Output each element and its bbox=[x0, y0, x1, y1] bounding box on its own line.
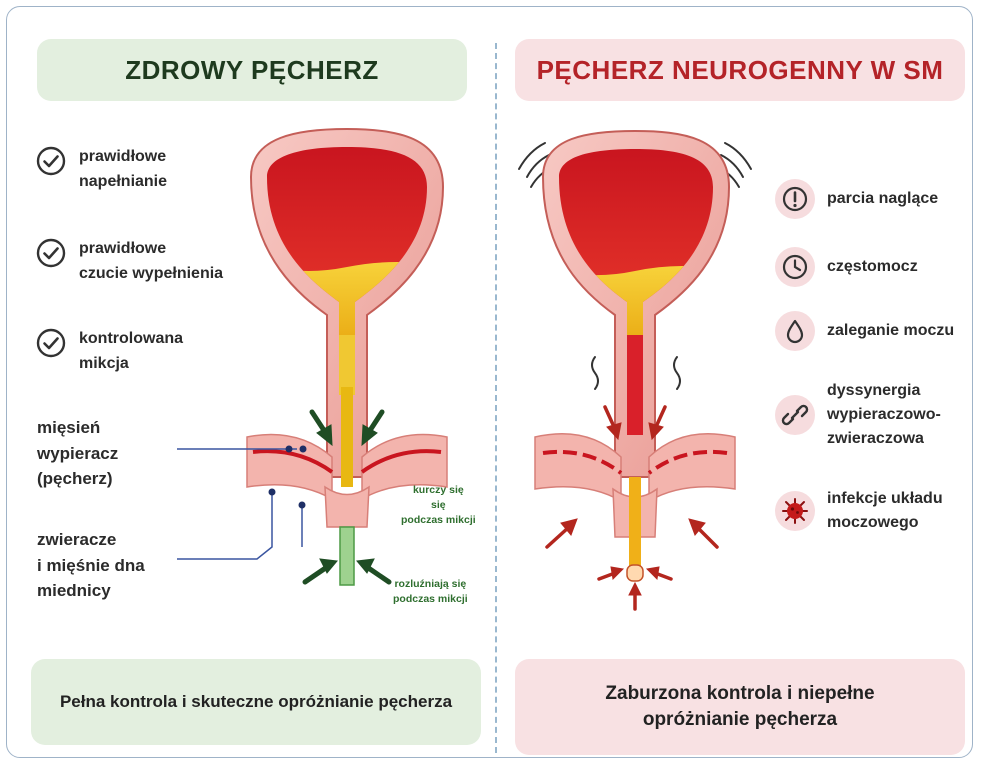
symptom-urgency: parcia naglące bbox=[775, 179, 938, 219]
center-divider bbox=[495, 43, 497, 753]
title-healthy-bladder: ZDROWY PĘCHERZ bbox=[37, 39, 467, 101]
dyssynergia-icon-bg bbox=[775, 395, 815, 435]
symptom-frequency: częstomocz bbox=[775, 247, 918, 287]
symptom-dyssynergia: dyssynergia wypieraczowo- zwieraczowa bbox=[775, 379, 941, 451]
symptom-uti: infekcje układu moczowego bbox=[775, 487, 943, 535]
clock-icon bbox=[781, 253, 809, 281]
label-detrusor: mięsień wypieracz (pęcherz) bbox=[37, 415, 118, 492]
neurogenic-bladder-illustration bbox=[507, 117, 767, 617]
feature-normal-filling: prawidłowe napełnianie bbox=[35, 145, 167, 195]
symptom-label: częstomocz bbox=[827, 255, 918, 279]
bacteria-icon bbox=[780, 496, 810, 526]
check-circle-icon bbox=[35, 237, 67, 269]
note-detrusor-contracts: kurczy się się podczas mikcji bbox=[401, 483, 476, 529]
retention-icon-bg bbox=[775, 311, 815, 351]
infographic-frame: ZDROWY PĘCHERZ PĘCHERZ NEUROGENNY W SM p… bbox=[6, 6, 973, 758]
label-sphincters: zwieracze i mięśnie dna miednicy bbox=[37, 527, 145, 604]
symptom-label: parcia naglące bbox=[827, 187, 938, 211]
check-circle-icon bbox=[35, 145, 67, 177]
symptom-label: dyssynergia wypieraczowo- zwieraczowa bbox=[827, 379, 941, 451]
symptom-retention: zaleganie moczu bbox=[775, 311, 954, 351]
symptom-label: infekcje układu moczowego bbox=[827, 487, 943, 535]
urgency-icon-bg bbox=[775, 179, 815, 219]
exclamation-icon bbox=[781, 185, 809, 213]
healthy-bladder-illustration bbox=[157, 107, 477, 627]
broken-link-icon bbox=[781, 401, 809, 429]
symptom-label: zaleganie moczu bbox=[827, 319, 954, 343]
title-neurogenic-bladder: PĘCHERZ NEUROGENNY W SM bbox=[515, 39, 965, 101]
frequency-icon-bg bbox=[775, 247, 815, 287]
drop-icon bbox=[781, 317, 809, 345]
footer-neurogenic: Zaburzona kontrola i niepełne opróżniani… bbox=[515, 659, 965, 755]
uti-icon-bg bbox=[775, 491, 815, 531]
feature-label: prawidłowe napełnianie bbox=[79, 145, 167, 195]
check-circle-icon bbox=[35, 327, 67, 359]
footer-healthy: Pełna kontrola i skuteczne opróżnianie p… bbox=[31, 659, 481, 745]
note-sphincters-relax: rozluźniają się podczas mikcji bbox=[393, 577, 468, 607]
